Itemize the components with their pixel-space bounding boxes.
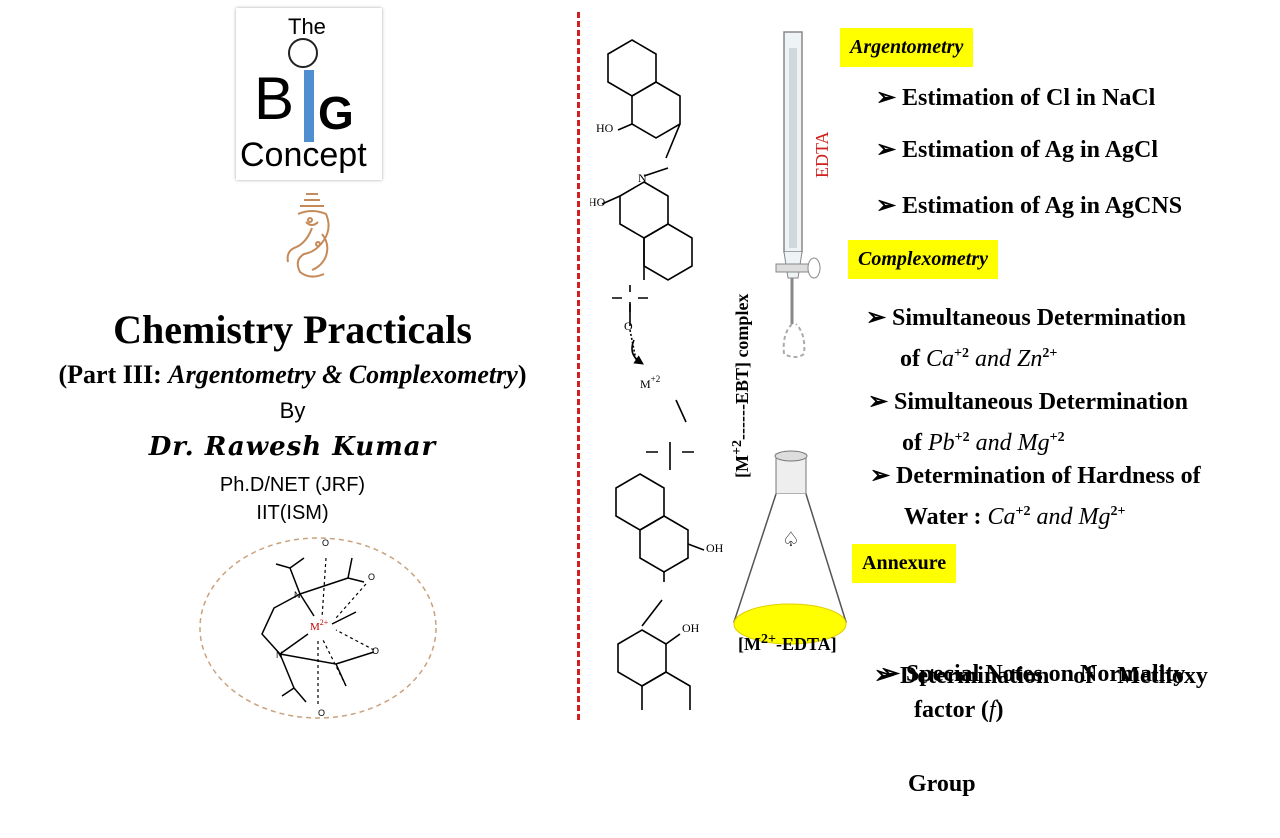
svg-text:N: N [294, 590, 301, 600]
page-title: Chemistry Practicals [113, 307, 472, 352]
big-concept-logo: The B G Concept [236, 8, 382, 180]
svg-text:O: O [322, 538, 329, 548]
edta-complex-diagram: M2+ N N O O O O [199, 537, 437, 719]
sulfonate-o-label: O [624, 319, 633, 333]
conical-flask-diagram: ♤ [733, 450, 847, 645]
subtitle-topic: Argentometry & Complexometry [168, 360, 518, 389]
arrow-bullet-icon: ➢ [870, 463, 891, 489]
logo-b: B [254, 65, 295, 132]
logo-concept: Concept [240, 136, 367, 174]
subtitle-suffix: ) [517, 360, 527, 389]
complexometry-item-1: ➢Simultaneous Determination of Ca+2 and … [866, 300, 1186, 377]
arrow-bullet-icon: ➢ [876, 85, 897, 111]
subtitle-prefix: (Part III: [58, 360, 169, 389]
logo-the: The [288, 14, 326, 39]
svg-text:O: O [368, 572, 375, 582]
arrow-bullet-icon: ➢ [880, 661, 901, 687]
logo-g: G [318, 87, 354, 139]
annexure-item-2: ➢Special Notes on Normality factor (f) [880, 656, 1185, 728]
argentometry-item-3: ➢Estimation of Ag in AgCNS [876, 188, 1182, 224]
arrow-bullet-icon: ➢ [876, 137, 897, 163]
logo-bar [304, 70, 314, 142]
complexometry-tag: Complexometry [848, 240, 998, 279]
author-name: Dr. Rawesh Kumar [148, 432, 437, 462]
arrow-bullet-icon: ➢ [866, 305, 887, 331]
arrow-bullet-icon: ➢ [868, 389, 889, 415]
author-institute: IIT(ISM) [256, 502, 329, 524]
by-text: By [279, 398, 306, 423]
ebt-structure-diagram: HO N HO O M+2 OH OH [590, 39, 724, 710]
flask-complex-label: [M2+-EDTA] [738, 632, 837, 654]
vertical-divider [577, 12, 580, 720]
svg-text:O: O [372, 646, 379, 656]
complexometry-item-3: ➢Determination of Hardness of Water : Ca… [870, 458, 1201, 535]
page-subtitle: (Part III: Argentometry & Complexometry) [0, 360, 585, 390]
ring-metal-label: M2+ [310, 618, 329, 633]
svg-text:O: O [318, 708, 325, 718]
svg-text:♤: ♤ [782, 527, 800, 551]
ebt-metal-label: M+2 [640, 374, 660, 391]
burette-edta-label: EDTA [812, 131, 832, 178]
argentometry-item-1: ➢Estimation of Cl in NaCl [876, 80, 1155, 116]
ganesha-sketch-icon [286, 193, 330, 278]
oh-bottom-label: OH [706, 541, 724, 555]
arrow-bullet-icon: ➢ [876, 193, 897, 219]
svg-text:N: N [276, 650, 283, 660]
ho-top-label: HO [596, 121, 614, 135]
azo-n-label: N [638, 171, 647, 185]
author-degree: Ph.D/NET (JRF) [219, 474, 366, 496]
arrow-bullet-icon: ➢ [874, 663, 895, 689]
oh-last-label: OH [682, 621, 700, 635]
logo-circle [288, 38, 318, 68]
annexure-tag: Annexure [852, 544, 957, 583]
argentometry-item-2: ➢Estimation of Ag in AgCl [876, 132, 1158, 168]
argentometry-tag: Argentometry [840, 28, 974, 67]
complexometry-item-2: ➢Simultaneous Determination of Pb+2 and … [868, 384, 1188, 461]
ho-middle-label: HO [590, 195, 606, 209]
burette-diagram [775, 31, 821, 358]
